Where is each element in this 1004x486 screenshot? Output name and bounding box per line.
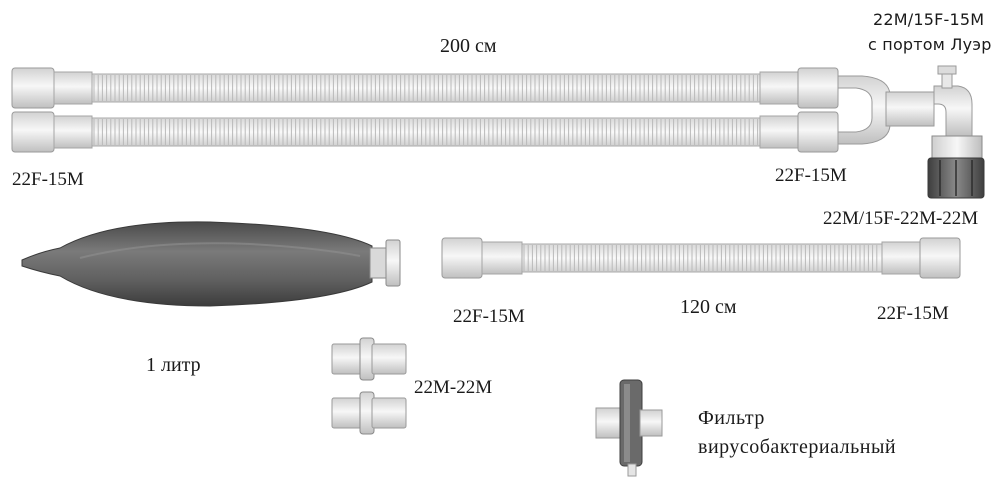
- filter-housing: [619, 379, 643, 467]
- short-hose-left-sleeve: [481, 241, 523, 275]
- hose-upper-left-sleeve: [53, 71, 93, 105]
- hose-right-end-label: 22F-15M: [775, 165, 847, 186]
- length-120-label: 120 см: [680, 296, 737, 318]
- viral-bacterial-filter: [595, 379, 663, 477]
- long-hose-lower: [11, 111, 839, 153]
- y-connector-label-line1: 22M/15F-15M: [873, 10, 985, 29]
- y-connector-with-luer-port: [837, 65, 985, 199]
- short-hose-right-cuff: [919, 237, 961, 279]
- short-hose-right-sleeve: [881, 241, 921, 275]
- hose-lower-left-sleeve: [53, 115, 93, 149]
- bag-connector: [385, 239, 401, 287]
- filter-label-line2: вирусобактериальный: [698, 436, 897, 458]
- hose-left-end-label: 22F-15M: [12, 169, 84, 190]
- short-hose-left-cuff: [441, 237, 483, 279]
- short-hose-left-end-label: 22F-15M: [453, 306, 525, 327]
- hose-upper-left-cuff: [11, 67, 55, 109]
- bag-neck: [369, 247, 389, 279]
- bag-body: [21, 221, 373, 307]
- bag-volume-label: 1 литр: [146, 354, 201, 376]
- luer-port-cap: [937, 65, 957, 75]
- short-hose: [441, 237, 961, 279]
- coupler-upper: [331, 337, 407, 381]
- long-hose-upper: [11, 67, 839, 109]
- reservoir-bag: [21, 221, 401, 307]
- filter-inlet: [595, 407, 623, 439]
- y-piece-outlet: [885, 91, 935, 127]
- hose-upper-right-sleeve: [759, 71, 799, 105]
- hose-lower-left-cuff: [11, 111, 55, 153]
- filter-port: [627, 463, 637, 477]
- filter-outlet: [639, 409, 663, 437]
- short-hose-corrugated-tube: [521, 243, 883, 273]
- y-connector-label-line2: с портом Луэр: [868, 35, 992, 54]
- y-piece-body: [837, 75, 891, 145]
- length-200-label: 200 см: [440, 35, 497, 57]
- short-hose-right-end-label: 22F-15M: [877, 303, 949, 324]
- hose-upper-right-cuff: [797, 67, 839, 109]
- coupler-label: 22M-22M: [414, 377, 493, 398]
- elbow-body: [933, 85, 973, 137]
- elbow-adapter-ring: [931, 135, 983, 159]
- coupler-lower: [331, 391, 407, 435]
- hose-lower-right-sleeve: [759, 115, 799, 149]
- filter-label-line1: Фильтр: [698, 407, 765, 429]
- elbow-adapter-label: 22M/15F-22M-22M: [823, 208, 979, 229]
- hose-lower-right-cuff: [797, 111, 839, 153]
